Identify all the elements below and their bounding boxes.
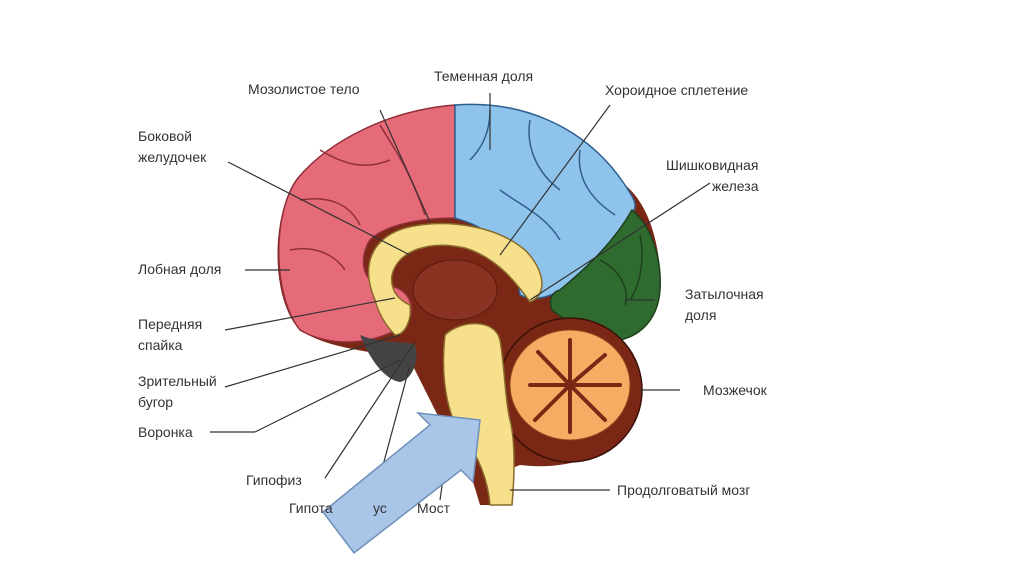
label-thalamus: Зрительный бугор	[138, 373, 217, 410]
frontal-lobe	[278, 104, 456, 343]
label-pituitary: Гипофиз	[246, 472, 302, 488]
label-cerebellum: Мозжечок	[703, 382, 767, 398]
label-choroid-plexus: Хороидное сплетение	[605, 82, 749, 98]
arrow-up-right-icon	[321, 412, 481, 555]
leader-lines	[210, 93, 711, 501]
label-infundibulum: Воронка	[138, 424, 193, 440]
thalamus-region	[412, 259, 498, 321]
label-corpus-callosum: Мозолистое тело	[248, 81, 360, 97]
occipital-sulci	[599, 234, 643, 306]
label-pons: Мост	[417, 500, 451, 516]
hypothalamus-region	[360, 335, 417, 382]
label-frontal-lobe: Лобная доля	[138, 261, 222, 277]
cerebellum-folia	[528, 338, 622, 434]
label-hypothalamus-tail: ус	[373, 500, 387, 516]
label-occipital-lobe: Затылочная доля	[685, 286, 764, 323]
label-hypothalamus-partial: Гипота	[289, 500, 333, 516]
label-parietal-lobe: Теменная доля	[434, 68, 534, 84]
label-pineal-gland: Шишковидная железа	[666, 157, 759, 194]
corpus-callosum	[367, 222, 543, 336]
frontal-gyri	[289, 124, 426, 271]
label-medulla-oblongata: Продолговатый мозг	[617, 482, 751, 498]
label-anterior-commissure: Передняя спайка	[138, 316, 203, 353]
label-lateral-ventricle: Боковой желудочек	[138, 128, 207, 165]
